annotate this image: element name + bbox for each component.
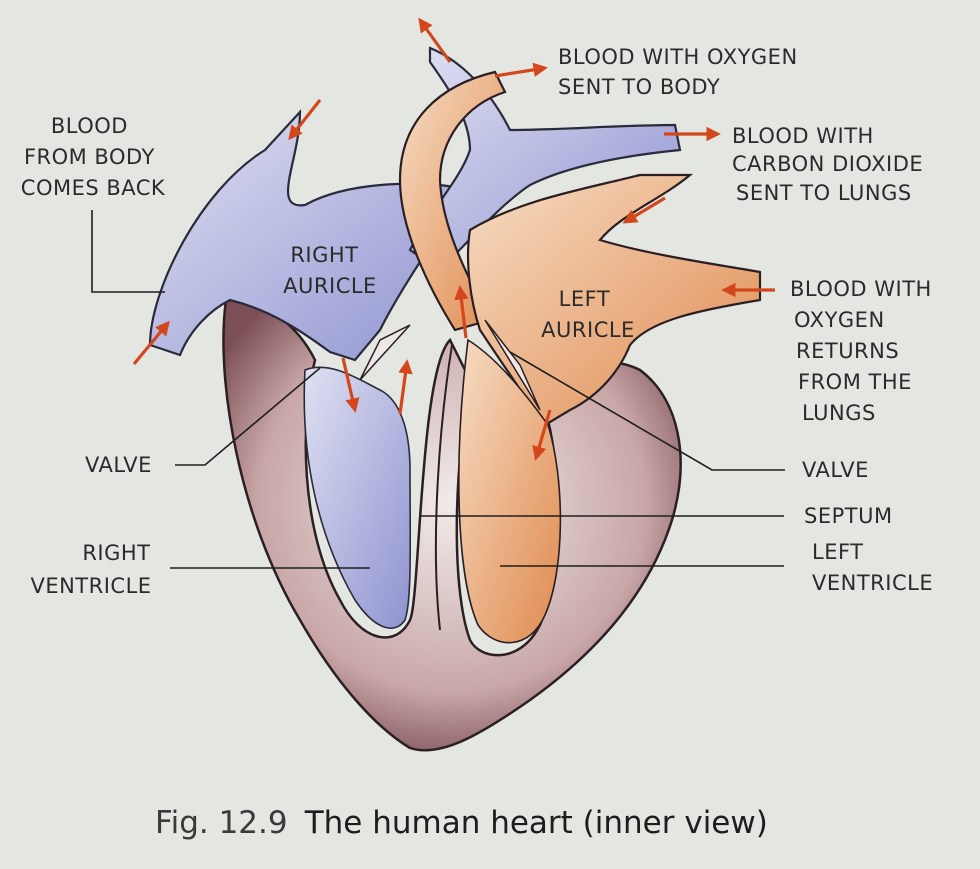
label-right-ventricle: RIGHT VENTRICLE <box>30 541 157 598</box>
label-valve-right: VALVE <box>802 458 869 482</box>
caption-text: The human heart (inner view) <box>304 805 768 841</box>
label-septum: SEPTUM <box>804 504 893 528</box>
leader-blood-from-body <box>92 210 165 292</box>
arrow-rv-up <box>400 362 407 414</box>
arrow-aorta-out <box>495 68 545 76</box>
label-blood-oxygen-from-lungs: BLOOD WITH OXYGEN RETURNS FROM THE LUNGS <box>790 277 939 425</box>
label-valve-left: VALVE <box>85 453 152 477</box>
label-blood-oxygen-to-body: BLOOD WITH OXYGEN SENT TO BODY <box>558 45 805 99</box>
caption-fig-number: Fig. 12.9 <box>155 805 288 841</box>
label-blood-co2-to-lungs: BLOOD WITH CARBON DIOXIDE SENT TO LUNGS <box>732 124 930 205</box>
label-blood-from-body: BLOOD FROM BODY COMES BACK <box>21 114 166 200</box>
figure-caption: Fig. 12.9 The human heart (inner view) <box>155 805 768 841</box>
label-left-ventricle: LEFT VENTRICLE <box>812 540 933 595</box>
